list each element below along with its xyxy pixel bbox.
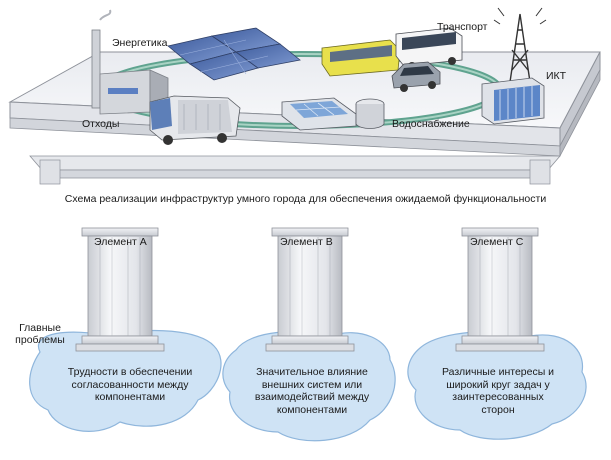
column-c	[455, 227, 545, 352]
label-waste: Отходы	[82, 118, 120, 130]
energy-illustration	[91, 9, 301, 115]
problem-c: Различные интересы и широкий круг задач …	[441, 366, 555, 416]
water-illustration	[281, 97, 385, 131]
label-water: Водоснабжение	[392, 118, 470, 130]
transport-illustration	[321, 27, 463, 92]
element-a-label: Элемент А	[94, 236, 147, 248]
main-problems-label: Главные проблемы	[15, 322, 65, 346]
entablature	[29, 155, 561, 185]
column-b	[265, 227, 355, 352]
problem-a: Трудности в обеспечении согласованности …	[67, 366, 193, 403]
column-a	[75, 227, 165, 352]
waste-illustration	[149, 95, 241, 145]
puddles	[29, 329, 587, 442]
antenna-tower	[509, 13, 531, 83]
element-b-label: Элемент В	[280, 236, 333, 248]
label-transport: Транспорт	[437, 21, 488, 33]
label-ict: ИКТ	[546, 70, 567, 82]
problem-b: Значительное влияние внешних систем или …	[254, 366, 370, 416]
diagram-caption: Схема реализации инфраструктур умного го…	[64, 193, 547, 205]
element-c-label: Элемент С	[470, 236, 524, 248]
label-energy: Энергетика	[112, 37, 168, 49]
ict-illustration	[481, 7, 547, 125]
